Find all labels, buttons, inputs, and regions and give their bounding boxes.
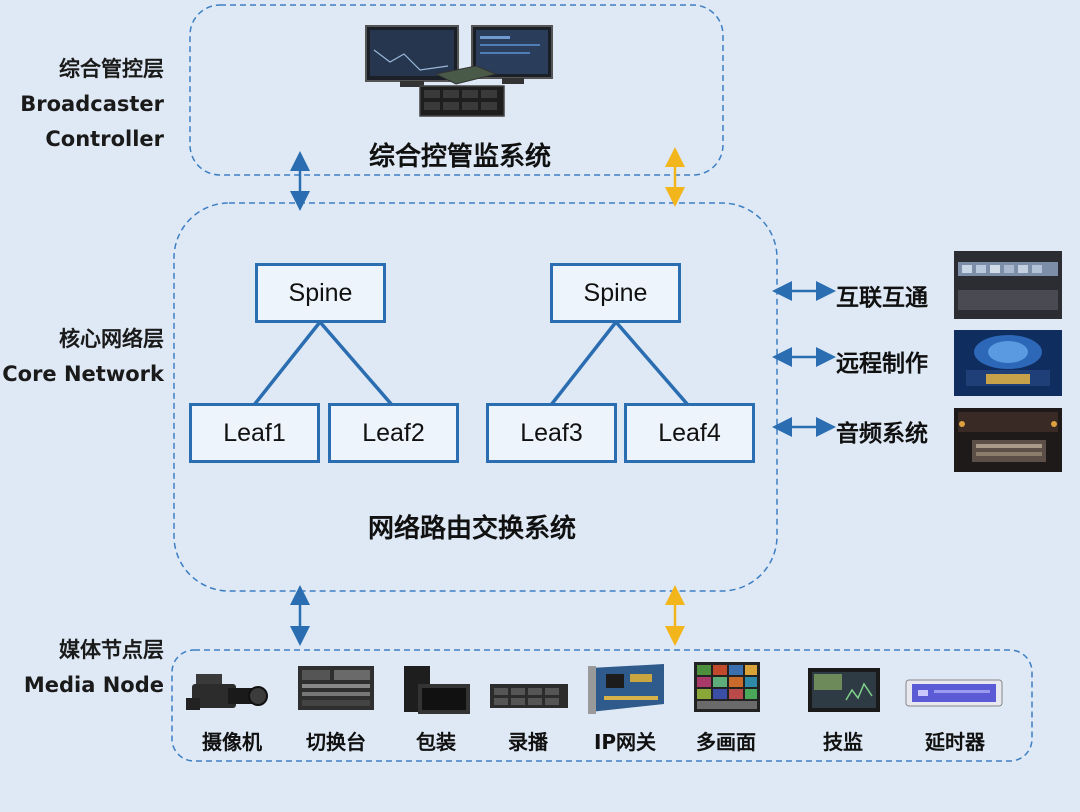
layer-media-cn: 媒体节点层	[59, 638, 164, 662]
layer-media-label: 媒体节点层 Media Node	[24, 633, 164, 703]
layer-core-label: 核心网络层 Core Network	[2, 322, 164, 392]
media-layer-container	[171, 649, 1033, 762]
interconnect-photo-icon	[954, 251, 1062, 319]
delay-unit-icon	[905, 679, 1003, 707]
spine-right-box: Spine	[550, 263, 681, 323]
layer-control-cn: 综合管控层	[59, 57, 164, 81]
link-spine2-leaf3	[549, 320, 618, 407]
remote-production-photo-icon	[954, 330, 1062, 396]
layer-control-en1: Broadcaster	[20, 92, 164, 116]
core-layer-container	[173, 202, 778, 592]
control-equipment-icon	[365, 25, 553, 117]
monitor-icon	[808, 668, 880, 712]
graphics-workstation-icon	[404, 666, 470, 714]
device-label-monitoring: 技监	[823, 730, 863, 754]
device-label-graphics: 包装	[416, 730, 456, 754]
layer-control-label: 综合管控层 Broadcaster Controller	[20, 52, 164, 157]
link-spine1-leaf2	[318, 320, 394, 407]
leaf2-box: Leaf2	[328, 403, 459, 463]
leaf1-box: Leaf1	[189, 403, 320, 463]
device-label-switcher: 切换台	[306, 730, 366, 754]
link-spine2-leaf4	[614, 320, 690, 407]
layer-core-en: Core Network	[2, 362, 164, 386]
device-label-camera: 摄像机	[202, 730, 262, 754]
multiviewer-icon	[694, 662, 760, 712]
layer-control-en2: Controller	[45, 127, 164, 151]
device-label-ip-gateway: IP网关	[593, 730, 657, 754]
device-label-multiviewer: 多画面	[696, 730, 756, 754]
control-layer-container	[189, 4, 724, 176]
switcher-icon	[298, 666, 374, 710]
device-label-delay: 延时器	[925, 730, 985, 754]
spine-left-box: Spine	[255, 263, 386, 323]
gateway-card-icon	[588, 664, 664, 714]
network-system-title: 网络路由交换系统	[367, 514, 576, 544]
audio-system-photo-icon	[954, 408, 1062, 472]
device-label-recorder: 录播	[508, 730, 548, 754]
camera-icon	[186, 674, 268, 710]
leaf3-box: Leaf3	[486, 403, 617, 463]
leaf4-box: Leaf4	[624, 403, 755, 463]
ext-label-audio-system: 音频系统	[836, 421, 928, 447]
layer-media-en: Media Node	[23, 673, 164, 697]
recorder-icon	[490, 684, 568, 708]
ext-label-interconnect: 互联互通	[836, 285, 928, 311]
link-spine1-leaf1	[252, 320, 322, 407]
control-system-title: 综合控管监系统	[368, 142, 551, 172]
ext-label-remote-production: 远程制作	[836, 351, 928, 377]
layer-core-cn: 核心网络层	[59, 327, 164, 351]
